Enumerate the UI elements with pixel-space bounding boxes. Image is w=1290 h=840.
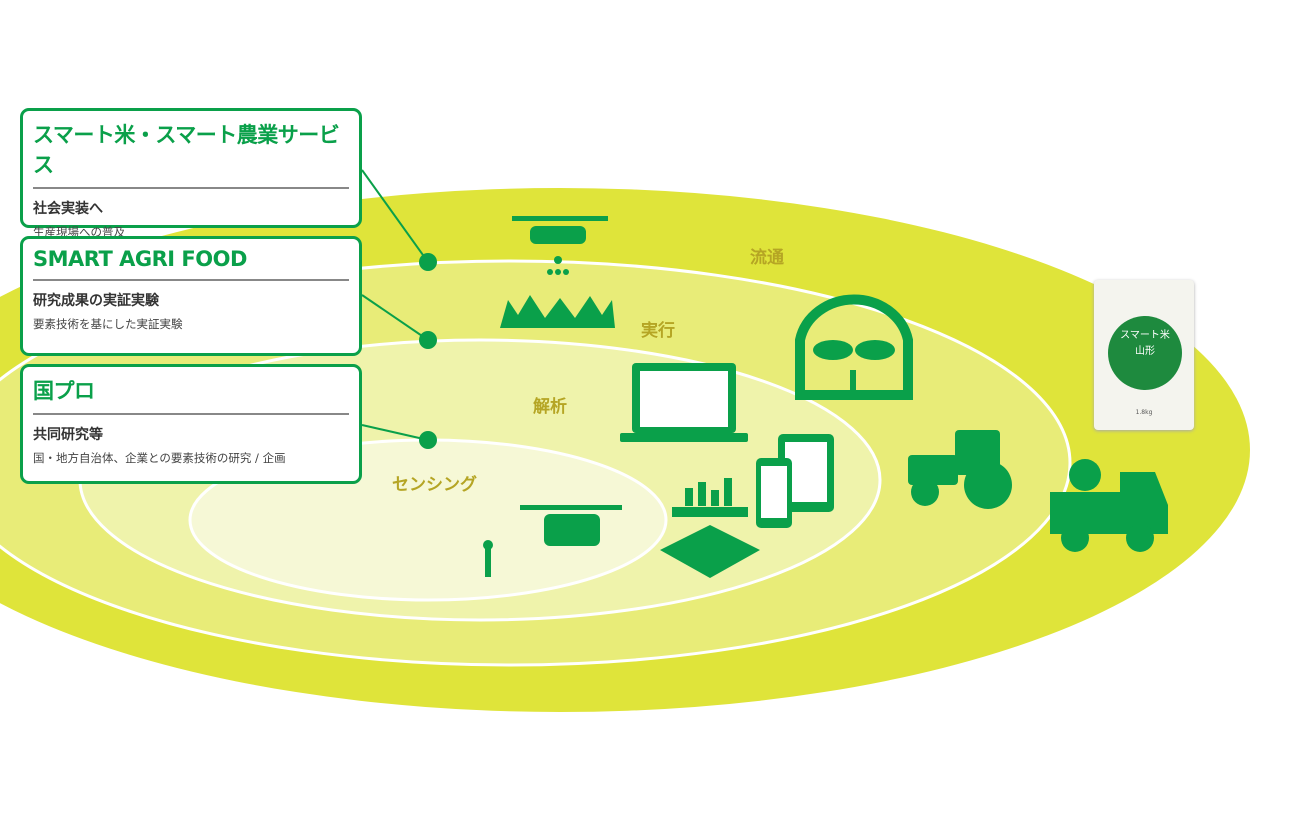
card-title: スマート米・スマート農業サービス [33,119,349,189]
card-subtitle: 社会実装へ [33,201,103,217]
card-smart-rice-service: スマート米・スマート農業サービス 社会実装へ 生産現場への普及 [20,108,362,239]
connector-line [361,294,429,341]
card-description: 国・地方自治体、企業との要素技術の研究 / 企画 [33,451,286,465]
product-region: 山形 [1135,346,1155,357]
delivery-truck-icon [1050,459,1168,552]
label-analysis: 解析 [533,397,567,417]
card-title: 国プロ [33,375,349,415]
card-title: SMART AGRI FOOD [33,247,349,281]
card-description: 生産現場への普及 [33,225,125,239]
connector-dot [419,253,437,271]
card-subtitle: 共同研究等 [33,427,103,443]
tractor-icon [908,430,1012,509]
rice-bag-label: スマート米 山形 [1108,316,1182,390]
card-subtitle: 研究成果の実証実験 [33,293,159,309]
connector-line [361,169,429,263]
card-smart-agri-food: SMART AGRI FOOD 研究成果の実証実験 要素技術を基にした実証実験 [20,236,362,356]
rice-bag-product: スマート米 山形 1.8kg [1094,280,1194,430]
card-national-project: 国プロ 共同研究等 国・地方自治体、企業との要素技術の研究 / 企画 [20,364,362,484]
product-weight: 1.8kg [1135,409,1153,416]
label-execution: 実行 [641,321,675,341]
connector-line [361,424,429,441]
label-distribution: 流通 [750,248,784,268]
spraying-drone-icon [500,216,615,328]
greenhouse-plant-icon [795,294,913,400]
product-name: スマート米 [1120,330,1170,341]
smartphone-icon [756,458,792,528]
label-sensing: センシング [392,475,477,495]
connector-dot [419,431,437,449]
connector-dot [419,331,437,349]
sensing-drone-icon [483,505,622,577]
data-analysis-icon [660,478,760,578]
card-description: 要素技術を基にした実証実験 [33,317,183,331]
laptop-icon [620,363,748,442]
